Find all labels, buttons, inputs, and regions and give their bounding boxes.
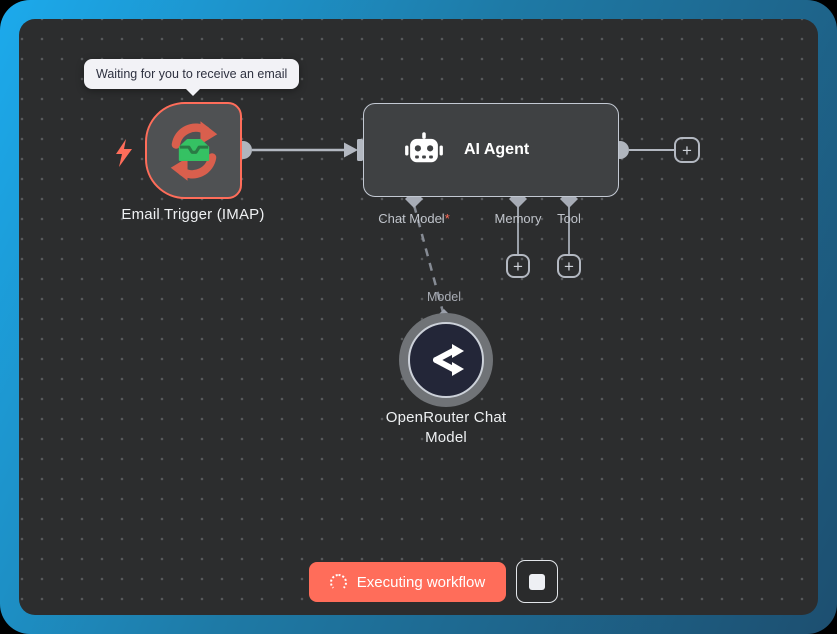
openrouter-icon: [433, 344, 464, 376]
lightning-bolt-icon: [116, 139, 132, 167]
openrouter-node-circle: [408, 322, 484, 398]
robot-icon: [405, 132, 443, 163]
openrouter-label: OpenRouter Chat Model: [385, 409, 507, 446]
add-memory-button[interactable]: +: [506, 254, 530, 278]
spinner-icon: [329, 573, 347, 591]
stop-icon: [529, 573, 545, 590]
connection-arrowhead-icon: [344, 142, 358, 158]
required-marker: *: [444, 211, 450, 226]
model-port-label: Model: [426, 290, 462, 304]
tooltip: Waiting for you to receive an email: [84, 59, 300, 96]
memory-port-label: Memory: [494, 211, 542, 226]
email-trigger-node[interactable]: [145, 102, 242, 199]
email-trigger-label: Email Trigger (IMAP): [121, 206, 265, 223]
openrouter-node[interactable]: [399, 313, 493, 407]
ai-agent-label: AI Agent: [464, 141, 530, 158]
add-tool-button[interactable]: +: [557, 254, 581, 278]
executing-workflow-label: Executing workflow: [356, 573, 486, 591]
chat-model-port-label: Chat Model*: [378, 211, 450, 226]
connection-chatmodel-to-openrouter[interactable]: [412, 204, 446, 317]
add-node-button[interactable]: +: [674, 137, 700, 163]
agent-input-port[interactable]: [357, 139, 363, 161]
tooltip-pointer: [186, 89, 200, 96]
tool-port-label: Tool: [557, 211, 581, 226]
ai-agent-node[interactable]: AI Agent: [363, 103, 619, 197]
executing-workflow-button[interactable]: Executing workflow: [309, 562, 506, 602]
workflow-canvas[interactable]: Waiting for you to receive an email Emai…: [19, 19, 818, 615]
stop-execution-button[interactable]: [516, 560, 558, 603]
email-sync-icon: [170, 120, 217, 181]
tooltip-text: Waiting for you to receive an email: [96, 67, 288, 81]
